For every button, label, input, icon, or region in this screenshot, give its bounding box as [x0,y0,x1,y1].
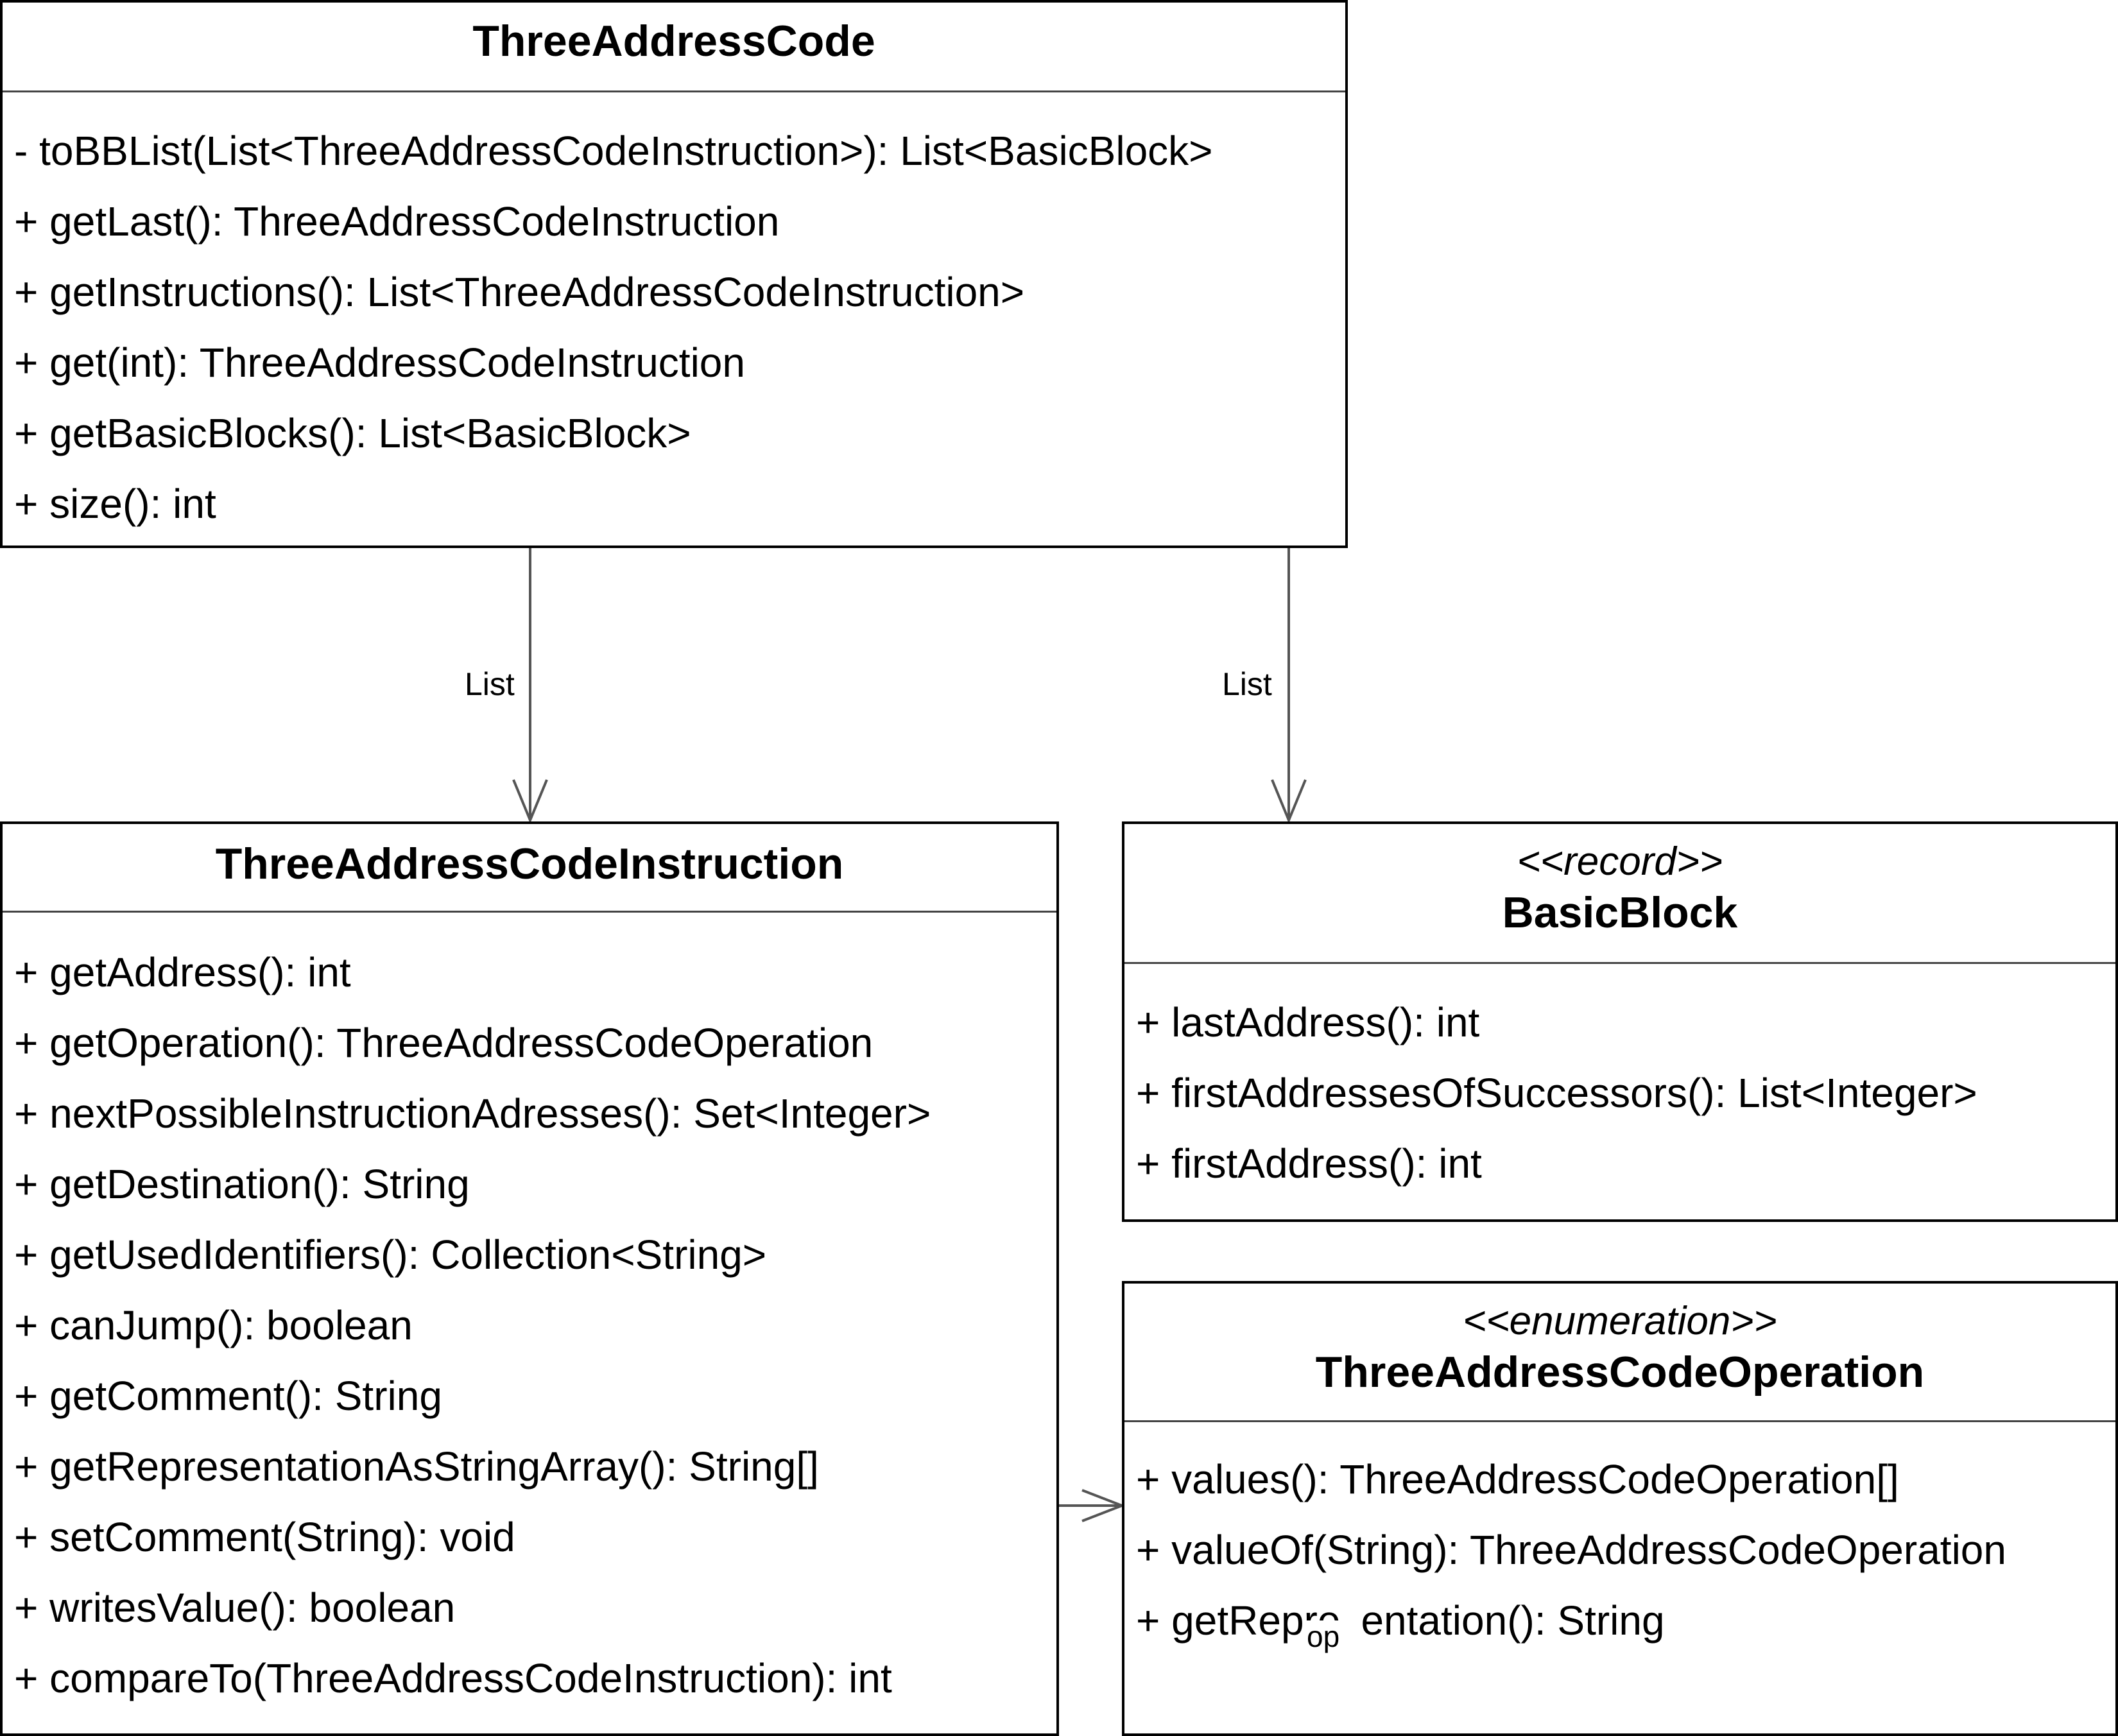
class-header: ThreeAddressCode [3,3,1345,92]
class-name: BasicBlock [1502,888,1738,937]
class-header: <<enumeration>> ThreeAddressCodeOperatio… [1124,1284,2115,1422]
class-name: ThreeAddressCodeInstruction [215,839,844,888]
association-label-list-instruction: List [465,666,515,702]
operation: + valueOf(String): ThreeAddressCodeOpera… [1136,1527,2006,1573]
operations-compartment: + getAddress(): int + getOperation(): Th… [14,937,1050,1714]
operation: + getInstructions(): List<ThreeAddressCo… [14,269,1025,315]
operations-compartment: + values(): ThreeAddressCodeOperation[] … [1136,1444,2109,1656]
operation: + firstAddress(): int [1136,1140,1482,1187]
operation: + getUsedIdentifiers(): Collection<Strin… [14,1232,767,1278]
open-arrowhead-to-instruction [512,779,548,824]
operation: + getComment(): String [14,1373,442,1419]
operation: + getBasicBlocks(): List<BasicBlock> [14,410,691,456]
stereotype-record: <<record>> [1517,839,1723,884]
operations-compartment: - toBBList(List<ThreeAddressCodeInstruct… [14,116,1339,539]
class-header: ThreeAddressCodeInstruction [3,824,1056,913]
operation: + size(): int [14,481,216,527]
class-three-address-code-operation: <<enumeration>> ThreeAddressCodeOperatio… [1122,1281,2118,1736]
operation: + nextPossibleInstructionAdresses(): Set… [14,1090,931,1137]
operation: + canJump(): boolean [14,1302,413,1348]
stereotype-enumeration: <<enumeration>> [1463,1299,1777,1343]
class-three-address-code: ThreeAddressCode - toBBList(List<ThreeAd… [0,0,1348,548]
operation: + getDestination(): String [14,1161,470,1207]
open-arrowhead-to-basicblock [1271,779,1307,824]
class-header: <<record>> BasicBlock [1124,824,2115,964]
operation: + get(int): ThreeAddressCodeInstruction [14,339,745,386]
operation: + getRepresentationAsStringArray(): Stri… [14,1443,819,1490]
association-label-list-basicblock: List [1222,666,1272,702]
operation-part: entation(): String [1361,1597,1665,1644]
operation: + compareTo(ThreeAddressCodeInstruction)… [14,1655,892,1701]
class-name: ThreeAddressCode [472,17,875,65]
class-name: ThreeAddressCodeOperation [1315,1348,1925,1397]
overlapping-label: op [1305,1620,1341,1653]
operation: - toBBList(List<ThreeAddressCodeInstruct… [14,128,1213,174]
operation: + lastAddress(): int [1136,999,1480,1045]
operation: + getAddress(): int [14,949,351,995]
operation: + getLast(): ThreeAddressCodeInstruction [14,198,780,245]
operation: + setComment(String): void [14,1514,515,1560]
operation: + writesValue(): boolean [14,1585,456,1631]
operation: + firstAddressesOfSuccessors(): List<Int… [1136,1070,1977,1116]
operations-compartment: + lastAddress(): int + firstAddressesOfS… [1136,987,2109,1199]
operation: + getOperation(): ThreeAddressCodeOperat… [14,1020,874,1066]
class-basic-block: <<record>> BasicBlock + lastAddress(): i… [1122,821,2118,1222]
class-three-address-code-instruction: ThreeAddressCodeInstruction + getAddress… [0,821,1059,1736]
operation: + values(): ThreeAddressCodeOperation[] [1136,1456,1899,1502]
